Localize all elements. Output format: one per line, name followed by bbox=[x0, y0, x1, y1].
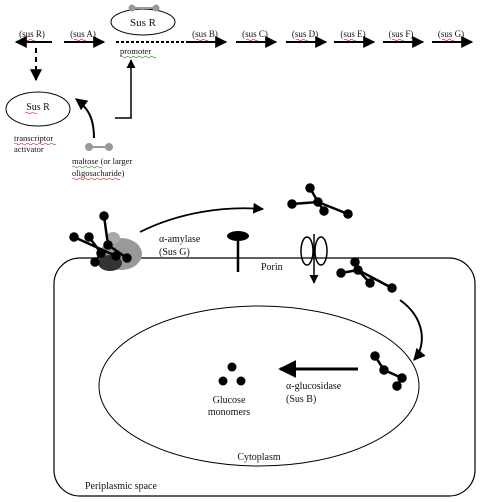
oligosaccharide-outside-icon bbox=[287, 183, 353, 219]
inducer-line1: maltose (or larger bbox=[72, 156, 132, 166]
sus-r-protein bbox=[5, 91, 71, 127]
promoter-label: promoter bbox=[120, 46, 151, 56]
regulation: Sus R transcriptor activator maltose (or… bbox=[5, 48, 136, 181]
operon: Sus R (sus R) (sus A) (sus B) (sus C) (s… bbox=[14, 4, 474, 59]
binding-arrow bbox=[75, 98, 95, 139]
porin-label: Porin bbox=[261, 262, 283, 273]
sus-r-top-label: Sus R bbox=[130, 17, 157, 29]
transport-arrow bbox=[399, 299, 426, 361]
glucosidase-line2: (Sus B) bbox=[286, 394, 316, 405]
gene-label-sus-b: (sus B) bbox=[192, 29, 218, 39]
alpha-amylase-symbol bbox=[227, 231, 249, 272]
gene-label-sus-d: (sus D) bbox=[292, 29, 318, 39]
polysaccharide-icon bbox=[69, 211, 132, 267]
regulator-role-line2: activator bbox=[14, 144, 44, 154]
cytoplasmic-membrane bbox=[98, 305, 420, 467]
porin-icon bbox=[300, 234, 328, 284]
oligosaccharide-membrane-icon bbox=[370, 351, 407, 391]
regulator-role-line1: transcriptor bbox=[14, 133, 53, 143]
inducer-line2: oligosacharide) bbox=[72, 168, 125, 178]
amylase-line2: (Sus G) bbox=[159, 247, 190, 258]
release-arrow bbox=[139, 202, 265, 233]
gene-label-sus-r: (sus R) bbox=[19, 29, 45, 39]
glucosidase-line1: α-glucosidase bbox=[286, 381, 342, 392]
monomers-line2: monomers bbox=[208, 407, 250, 418]
activation-arrow bbox=[115, 59, 136, 119]
glucose-monomers-icon bbox=[218, 362, 246, 386]
maltose-molecule-icon bbox=[85, 143, 113, 151]
sus-r-label: Sus R bbox=[26, 102, 50, 113]
gene-label-sus-f: (sus F) bbox=[389, 29, 414, 39]
gene-label-sus-g: (sus G) bbox=[438, 29, 464, 39]
monomers-line1: Glucose bbox=[213, 395, 246, 406]
cell: α-amylase (Sus G) Porin bbox=[53, 183, 476, 497]
outer-membrane bbox=[53, 257, 476, 497]
sus-r-bound-protein: Sus R bbox=[110, 4, 176, 36]
periplasm-label: Periplasmic space bbox=[85, 481, 157, 492]
amylase-line1: α-amylase bbox=[159, 234, 201, 245]
cytoplasm-label: Cytoplasm bbox=[237, 452, 281, 463]
gene-label-sus-c: (sus C) bbox=[242, 29, 268, 39]
gene-label-sus-a: (sus A) bbox=[70, 29, 96, 39]
gene-label-sus-e: (sus E) bbox=[340, 29, 365, 39]
oligosaccharide-periplasm-icon bbox=[336, 257, 397, 293]
